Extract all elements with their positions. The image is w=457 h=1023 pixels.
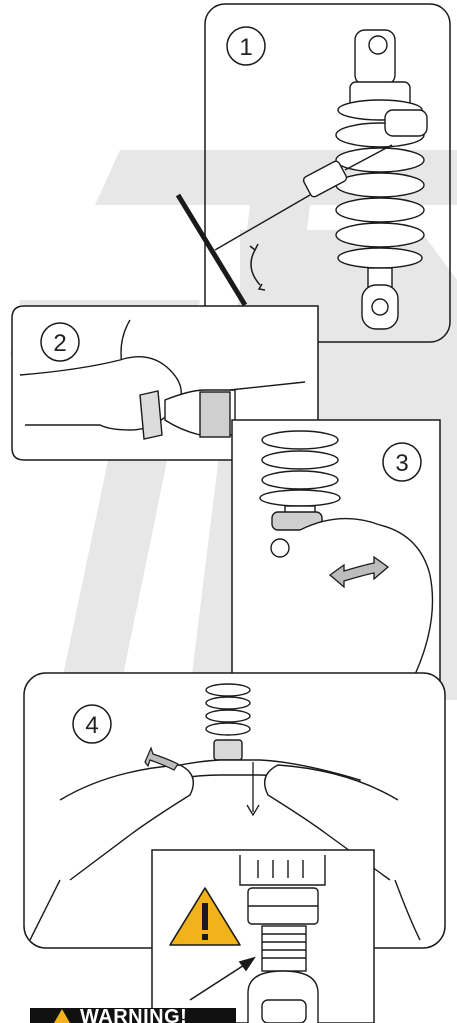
step-1-number: 1 <box>239 34 252 61</box>
step-2-number: 2 <box>53 330 66 357</box>
warning-small-icon <box>54 1009 70 1023</box>
warning-triangle-icon <box>169 887 241 946</box>
spring-adjuster-drawing <box>259 430 434 691</box>
warning-label: WARNING! <box>80 1008 188 1023</box>
hand-with-tool-drawing <box>19 319 306 440</box>
warning-banner: WARNING! <box>30 1008 236 1023</box>
adjust-direction-arrow-icon <box>328 555 390 589</box>
step-3-badge: 3 <box>382 442 422 482</box>
threaded-body-drawing <box>239 855 326 1023</box>
t-handle-tool-drawing <box>175 144 393 307</box>
pointer-arrow-icon <box>189 956 256 1001</box>
step-3-number: 3 <box>395 450 408 477</box>
step-1-badge: 1 <box>226 26 266 66</box>
shock-absorber-drawing <box>335 29 428 330</box>
rotate-arrow-icon <box>249 243 266 291</box>
step-2-badge: 2 <box>40 322 80 362</box>
step-4-badge: 4 <box>72 704 112 744</box>
wrench-direction-arrow-icon <box>144 746 179 771</box>
down-arrow-icon <box>246 762 260 817</box>
step-3-panel: 3 <box>231 419 441 709</box>
step-4-number: 4 <box>85 712 98 739</box>
step-1-panel: 1 <box>175 3 451 343</box>
thread-detail-inset <box>151 849 375 1023</box>
